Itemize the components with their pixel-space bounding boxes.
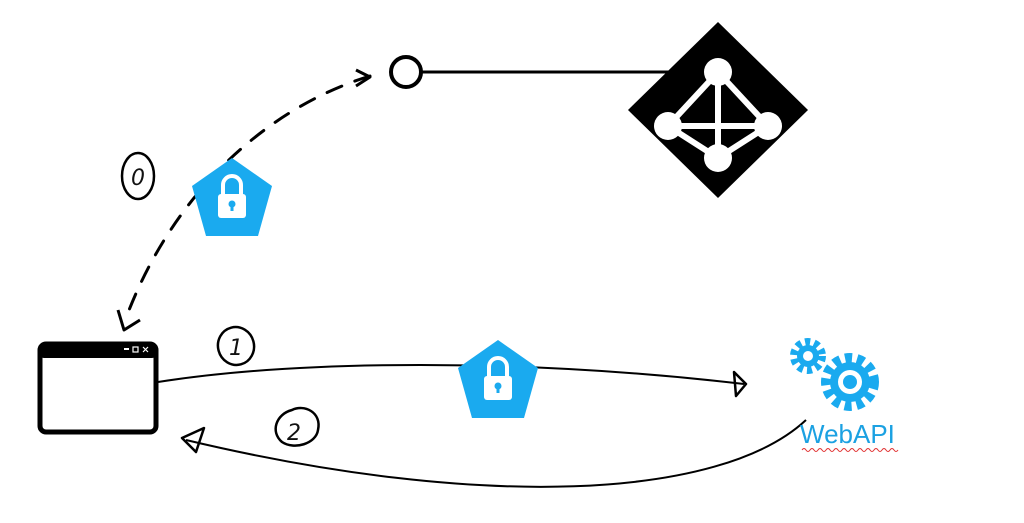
step-1-number: 1	[229, 336, 243, 361]
step-2-label: 2	[274, 406, 320, 447]
step-0-dashed-arrow	[116, 68, 372, 332]
webapi-label: WebAPI	[800, 419, 895, 449]
step-2-arrow	[180, 419, 807, 488]
step-1-arrow	[157, 364, 748, 398]
pentagon-lock-icon	[192, 158, 272, 236]
identity-provider-icon	[628, 22, 808, 198]
step-0-number: 0	[131, 166, 145, 191]
spellcheck-underline	[801, 448, 899, 452]
pentagon-lock-icon-request	[458, 340, 538, 418]
gears-icon	[790, 338, 879, 411]
authorize-endpoint-connector	[389, 55, 676, 89]
step-0-label: 0	[120, 151, 156, 201]
step-1-label: 1	[216, 325, 256, 367]
step-2-number: 2	[287, 421, 301, 446]
browser-window-icon	[37, 341, 159, 435]
